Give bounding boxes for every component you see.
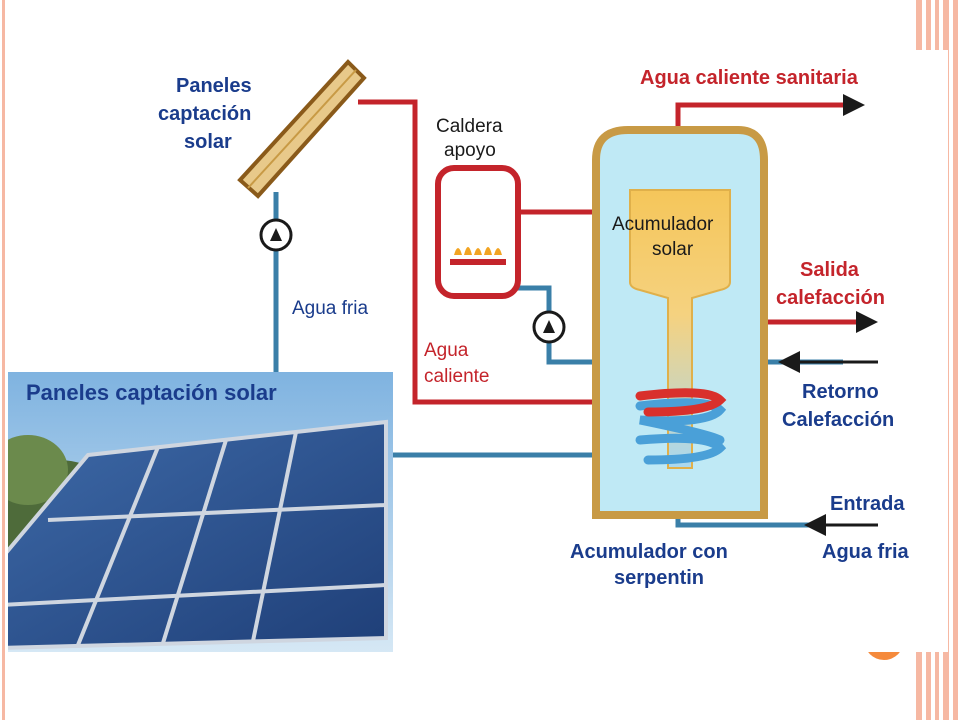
label-acumulador-solar-line1: Acumulador [612, 214, 714, 235]
storage-tank [592, 126, 768, 519]
label-acumulador-solar-line2: solar [652, 239, 694, 260]
diagram-card: Paneles captación solar Caldera apoyo Ag… [0, 50, 948, 654]
label-paneles-line3: solar [184, 131, 232, 153]
solar-heating-diagram: Paneles captación solar Caldera apoyo Ag… [0, 59, 910, 654]
decorative-stripes-left [2, 0, 5, 720]
label-caldera-line1: Caldera [436, 116, 503, 137]
label-salida-line2: calefacción [776, 287, 885, 309]
solar-hot-pipe [358, 99, 648, 405]
solar-collector [237, 59, 367, 199]
arrow-right-icon [843, 94, 865, 116]
label-retorno-line2: Calefacción [782, 409, 894, 431]
label-paneles-line2: captación [158, 103, 251, 125]
label-salida-line1: Salida [800, 259, 860, 281]
arrow-left-icon [804, 514, 826, 536]
pump-icon [532, 310, 566, 344]
pump-icon [259, 218, 293, 252]
label-agua-fria: Agua fria [292, 298, 368, 319]
label-agua-caliente-line1: Agua [424, 340, 469, 361]
label-retorno-line1: Retorno [802, 381, 879, 403]
heat-exchanger-coil [635, 388, 727, 465]
label-acumulador-serpentin-line2: serpentin [614, 567, 704, 589]
arrow-right-icon [856, 311, 878, 333]
label-entrada-line2: Agua fria [822, 541, 910, 563]
label-caldera-line2: apoyo [444, 140, 496, 161]
label-agua-caliente-sanitaria: Agua caliente sanitaria [640, 67, 859, 89]
arrow-left-icon [778, 351, 800, 373]
photo-caption: Paneles captación solar [26, 380, 277, 405]
label-paneles-line1: Paneles [176, 75, 252, 97]
backup-boiler [435, 165, 521, 299]
label-agua-caliente-line2: caliente [424, 366, 490, 387]
label-acumulador-serpentin-line1: Acumulador con [570, 541, 728, 563]
flame-icon [454, 247, 502, 255]
label-entrada-line1: Entrada [830, 493, 905, 515]
solar-panel-photo [0, 372, 393, 654]
